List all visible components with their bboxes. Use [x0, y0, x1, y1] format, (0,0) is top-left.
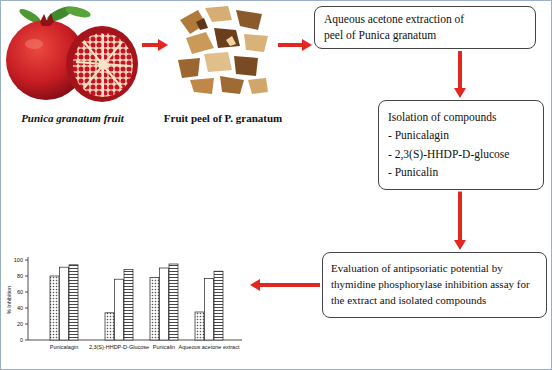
dried-peel-photo: [178, 6, 268, 94]
box-text: Isolation of compounds: [388, 108, 534, 126]
process-box: Aqueous acetone extraction of peel of Pu…: [314, 6, 536, 49]
tick-label: 80: [4, 272, 23, 280]
photo-caption: Fruit peel of P. granatum: [164, 112, 282, 124]
flow-arrow: [142, 39, 168, 51]
bar-chart: % InhibitionPunicalagin2,3(S)-HHDP-D-Glu…: [4, 252, 248, 364]
flow-arrow: [250, 279, 320, 291]
tick-label: 0: [4, 336, 23, 344]
box-text: Evaluation of antipsoriatic potential by…: [331, 261, 538, 309]
axis-title: % Inhibition: [5, 275, 13, 325]
box-text: Aqueous acetone extraction of peel of Pu…: [324, 12, 482, 43]
flow-arrow: [454, 51, 466, 98]
tick-label: 100: [4, 256, 23, 264]
process-box: Isolation of compounds- Punicalagin- 2,3…: [378, 100, 544, 190]
photo-caption: Punica granatum fruit: [21, 112, 124, 124]
peel-photo-node: Fruit peel of P. granatum: [170, 2, 276, 130]
list-item: - Punicalin: [388, 163, 534, 181]
process-box: Evaluation of antipsoriatic potential by…: [322, 252, 547, 318]
tick-label: 60: [4, 288, 23, 296]
flow-arrow: [278, 39, 312, 51]
tick-label: 40: [4, 304, 23, 312]
category-label: Aqueous acetone extract: [169, 343, 249, 351]
list-item: - 2,3(S)-HHDP-D-glucose: [388, 145, 534, 163]
bar-chart-drawing: [25, 257, 242, 340]
pomegranate-photo: [6, 4, 138, 102]
fruit-photo-node: Punica granatum fruit: [5, 2, 140, 130]
tick-label: 20: [4, 320, 23, 328]
category-label: 2,3(S)-HHDP-D-Glucose: [79, 343, 159, 351]
list-item: - Punicalagin: [388, 126, 534, 144]
flow-arrow: [454, 192, 466, 250]
